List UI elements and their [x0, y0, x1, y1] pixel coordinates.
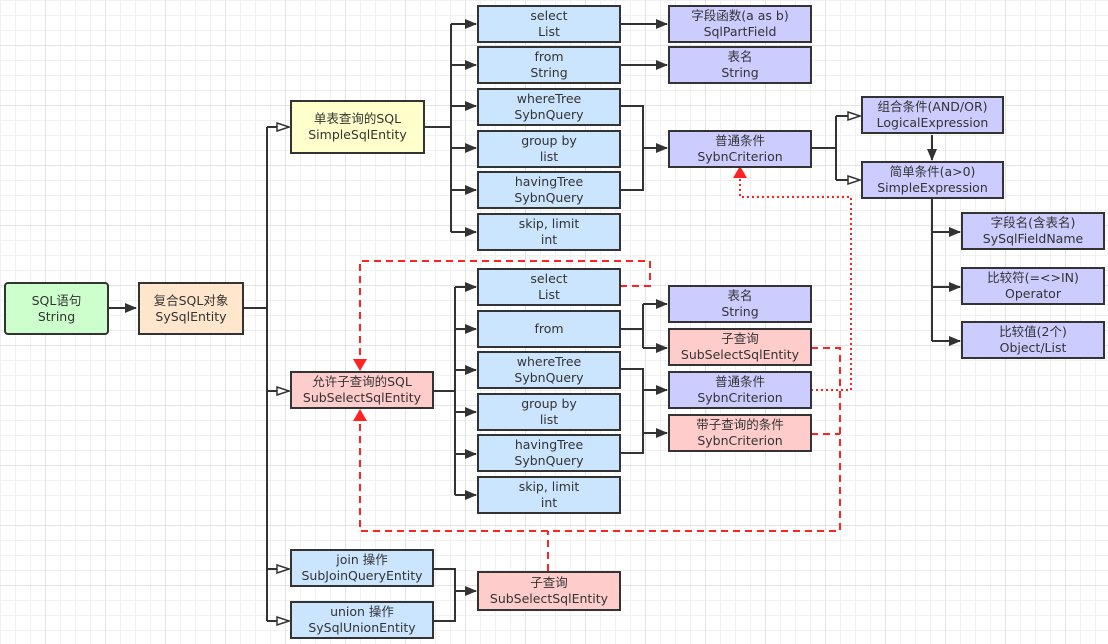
node-type: SubSelectSqlEntity [680, 347, 800, 362]
node-type: LogicalExpression [876, 115, 989, 130]
simple-expression-node[interactable]: 简单条件(a>0) SimpleExpression [861, 161, 1004, 199]
join-node[interactable]: join 操作 SubJoinQueryEntity [290, 549, 434, 587]
simple-skip-node[interactable]: skip, limit int [477, 213, 621, 251]
node-title: group by [521, 396, 577, 411]
node-title: 比较值(2个) [999, 324, 1067, 339]
node-type: list [539, 149, 559, 164]
link-simple-trunk [425, 24, 452, 232]
union-node[interactable]: union 操作 SySqlUnionEntity [290, 601, 434, 639]
simple-from-node[interactable]: from String [477, 46, 621, 84]
sub-subquery-criterion-node[interactable]: 带子查询的条件 SybnCriterion [668, 414, 812, 452]
node-type: SySqlUnionEntity [308, 620, 416, 635]
sysql-entity-node[interactable]: 复合SQL对象 SySqlEntity [138, 282, 244, 335]
sub-having-node[interactable]: havingTree SybnQuery [477, 434, 621, 472]
node-title: 普通条件 [714, 133, 765, 148]
node-type: SubJoinQueryEntity [301, 568, 423, 583]
node-title: havingTree [514, 437, 584, 452]
node-title: skip, limit [518, 216, 580, 231]
node-type: SybnCriterion [697, 149, 783, 164]
node-type: SybnCriterion [697, 390, 783, 405]
node-title: select [530, 271, 568, 286]
node-title: skip, limit [518, 479, 580, 494]
node-title: 子查询 [721, 331, 759, 346]
logical-expression-node[interactable]: 组合条件(AND/OR) LogicalExpression [861, 96, 1004, 134]
node-title: 比较符(=<>IN) [987, 270, 1079, 285]
simple-group-node[interactable]: group by list [477, 130, 621, 168]
node-type: SybnQuery [514, 190, 584, 205]
node-title: 简单条件(a>0) [889, 164, 976, 179]
subselect-sql-node[interactable]: 允许子查询的SQL SubSelectSqlEntity [290, 371, 434, 409]
sub-subquery-node[interactable]: 子查询 SubSelectSqlEntity [668, 328, 812, 366]
node-title: union 操作 [330, 604, 394, 619]
node-type: SybnQuery [514, 370, 584, 385]
node-title: join 操作 [336, 552, 388, 567]
node-type: List [538, 287, 560, 302]
link-sysql-trunk [244, 127, 268, 621]
node-type: SqlPartField [703, 24, 777, 39]
dep-select-to-subselect [353, 260, 651, 371]
node-type: String [721, 65, 759, 80]
node-title: 允许子查询的SQL [312, 374, 412, 389]
node-title: 字段函数(a as b) [691, 8, 789, 23]
node-type: SybnQuery [514, 107, 584, 122]
node-title: whereTree [516, 91, 582, 106]
node-type: list [539, 412, 559, 427]
node-title: from [534, 49, 564, 64]
node-type: SySqlEntity [155, 308, 227, 324]
simple-sql-node[interactable]: 单表查询的SQL SimpleSqlEntity [290, 100, 425, 154]
node-type: String [37, 308, 76, 324]
node-type: Object/List [999, 340, 1067, 355]
dep-criterion-to-criterion [733, 166, 852, 391]
criterion-node[interactable]: 普通条件 SybnCriterion [668, 130, 812, 168]
dep-subqueries-to-subselect [353, 347, 841, 532]
node-title: group by [521, 133, 577, 148]
node-title: 单表查询的SQL [313, 111, 402, 126]
node-type: SybnCriterion [697, 433, 783, 448]
bottom-subquery-node[interactable]: 子查询 SubSelectSqlEntity [477, 571, 621, 611]
sub-criterion-node[interactable]: 普通条件 SybnCriterion [668, 371, 812, 409]
node-title: 普通条件 [714, 374, 765, 389]
node-title: 字段名(含表名) [990, 215, 1076, 230]
node-type: SySqlFieldName [982, 231, 1084, 246]
node-title: 带子查询的条件 [696, 417, 784, 432]
node-title: havingTree [514, 174, 584, 189]
simple-select-node[interactable]: select List [477, 5, 621, 43]
sub-table-name-node[interactable]: 表名 String [668, 285, 812, 323]
sub-from-node[interactable]: from [477, 310, 621, 348]
node-type: SimpleExpression [877, 180, 988, 195]
node-title: from [534, 321, 564, 336]
node-type: int [540, 495, 558, 510]
node-title: 组合条件(AND/OR) [877, 99, 988, 114]
node-type: int [540, 232, 558, 247]
node-type: SybnQuery [514, 453, 584, 468]
sub-select-node[interactable]: select List [477, 268, 621, 306]
sub-skip-node[interactable]: skip, limit int [477, 476, 621, 514]
operator-node[interactable]: 比较符(=<>IN) Operator [961, 267, 1105, 305]
node-type: Operator [1005, 286, 1061, 301]
field-name-node[interactable]: 字段名(含表名) SySqlFieldName [961, 212, 1105, 250]
node-title: whereTree [516, 354, 582, 369]
node-title: 表名 [727, 288, 753, 303]
node-title: 表名 [727, 49, 753, 64]
node-type: String [530, 65, 568, 80]
simple-where-node[interactable]: whereTree SybnQuery [477, 88, 621, 126]
part-field-node[interactable]: 字段函数(a as b) SqlPartField [668, 5, 812, 43]
sub-where-node[interactable]: whereTree SybnQuery [477, 351, 621, 389]
node-type: SubSelectSqlEntity [302, 390, 422, 405]
node-type: SimpleSqlEntity [308, 127, 407, 142]
sub-group-node[interactable]: group by list [477, 393, 621, 431]
node-type: List [538, 24, 560, 39]
node-title: SQL语句 [31, 292, 82, 308]
node-title: 子查询 [530, 575, 568, 590]
node-title: 复合SQL对象 [153, 292, 229, 308]
node-type: SubSelectSqlEntity [489, 591, 609, 606]
value-node[interactable]: 比较值(2个) Object/List [961, 321, 1105, 359]
sql-string-node[interactable]: SQL语句 String [4, 282, 109, 335]
simple-having-node[interactable]: havingTree SybnQuery [477, 171, 621, 209]
table-name-node[interactable]: 表名 String [668, 46, 812, 84]
node-type: String [721, 304, 759, 319]
node-title: select [530, 8, 568, 23]
